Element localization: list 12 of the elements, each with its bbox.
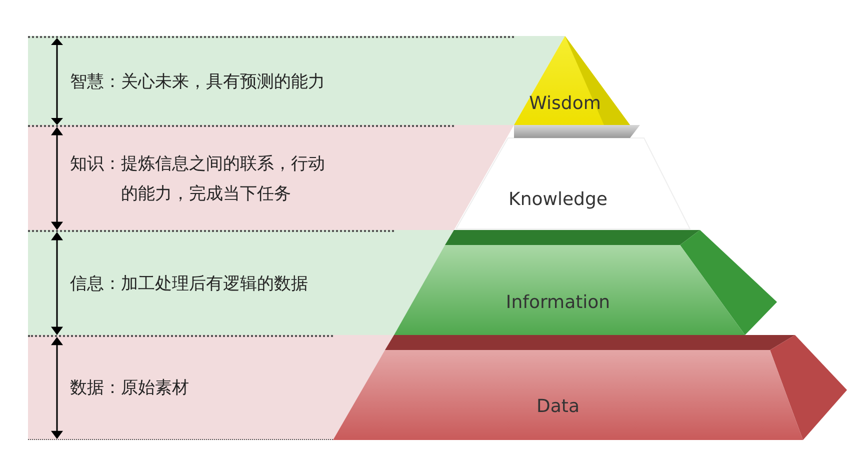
layer-label: Data	[536, 395, 580, 419]
layer-label: Information	[504, 291, 612, 315]
level-term: 信息：	[70, 272, 121, 296]
level-description: 提炼信息之间的联系，行动的能力，完成当下任务	[121, 152, 326, 206]
layer-label: Wisdom	[528, 92, 602, 116]
level-description: 关心未来，具有预测的能力	[121, 70, 326, 94]
layer-label: Knowledge	[508, 188, 608, 212]
level-term: 数据：	[70, 377, 121, 400]
level-term: 知识：	[70, 152, 121, 176]
level-description: 加工处理后有逻辑的数据	[121, 272, 309, 296]
level-description: 原始素材	[121, 377, 190, 400]
level-term: 智慧：	[70, 70, 121, 94]
